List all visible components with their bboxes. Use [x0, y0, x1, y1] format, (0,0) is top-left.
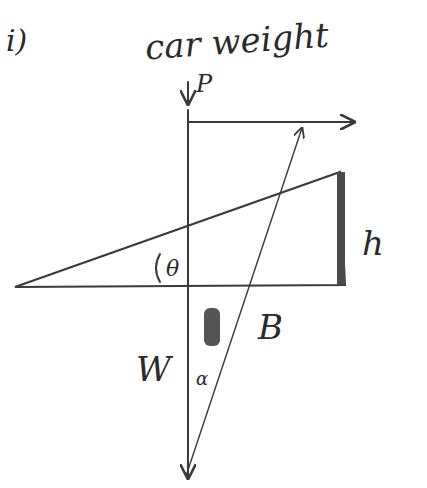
incline-triangle: [15, 172, 345, 287]
load-arrow: [187, 82, 189, 104]
horizontal-arrow: [188, 121, 354, 123]
resultant-arrow: [186, 128, 302, 476]
load-label: car weight: [144, 18, 330, 65]
shaded-mark: [204, 308, 220, 346]
angle-label: α: [196, 370, 208, 388]
force-label: W: [136, 352, 171, 386]
height-side: [337, 172, 345, 285]
dimension-label: B: [258, 310, 283, 344]
angle-label: θ: [166, 258, 179, 280]
part-number: i): [6, 26, 27, 56]
angle-arc: [156, 254, 160, 282]
weight-arrow: [187, 110, 189, 478]
force-label: P: [196, 72, 212, 96]
dimension-label: h: [362, 226, 384, 260]
